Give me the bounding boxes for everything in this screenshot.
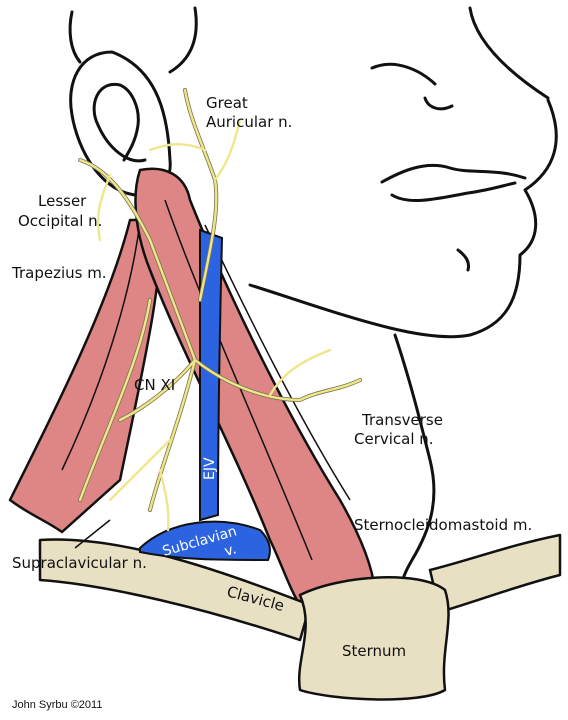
cn-xi-nerve (118, 358, 197, 422)
nostril (423, 96, 454, 111)
supraclavicular-branch-3 (158, 468, 170, 532)
brow-line (168, 6, 198, 74)
jaw-line (248, 98, 558, 339)
label-transverse-cervical-1: Transverse (361, 411, 443, 429)
label-cn-xi: CN XI (134, 376, 175, 394)
transverse-cervical-nerve (193, 358, 362, 402)
supraclavicular-leader (74, 519, 111, 549)
face-outline (68, 6, 558, 592)
lower-lip (390, 181, 517, 202)
clavicle-right (428, 533, 562, 614)
great-auricular-branch-2 (213, 118, 242, 182)
label-transverse-cervical-2: Cervical n. (354, 430, 434, 448)
supraclavicular-branch-2 (78, 298, 152, 502)
scm-medial-border (204, 224, 351, 501)
trapezius-fiber (61, 221, 141, 471)
nose-line (468, 6, 550, 100)
clavicle-bone (38, 538, 312, 642)
lesser-occipital-nerve (78, 158, 197, 362)
label-ejv: EJV (202, 457, 218, 480)
upper-lip (380, 163, 527, 184)
transverse-cervical-branch (268, 348, 332, 397)
subclavian-vein (139, 520, 271, 562)
scm-fiber (164, 199, 313, 561)
label-trapezius: Trapezius m. (11, 264, 107, 282)
back-of-head-line (68, 10, 82, 64)
external-jugular-vein (198, 228, 224, 522)
nerve-fills (78, 88, 362, 532)
label-lesser-occipital-2: Occipital n. (18, 212, 102, 230)
label-great-auricular-2: Auricular n. (206, 113, 292, 131)
cheek-line (370, 62, 437, 86)
nerves (78, 88, 362, 532)
label-great-auricular-1: Great (206, 94, 248, 112)
leader-lines (74, 519, 111, 549)
supraclavicular-nerve (148, 358, 197, 512)
lesser-occipital-branch (96, 173, 112, 242)
supraclavicular-branch-1 (108, 438, 172, 502)
credit-text: John Syrbu ©2011 (12, 699, 102, 711)
label-sternum: Sternum (342, 642, 406, 660)
ear-helix (118, 83, 140, 162)
label-subclavian-2: v. (223, 541, 239, 560)
chin-crease (456, 248, 470, 272)
sternum-bone (297, 576, 450, 701)
label-sternocleidomastoid: Sternocleidomastoid m. (354, 516, 532, 534)
ear (69, 50, 172, 197)
label-lesser-occipital-1: Lesser (38, 192, 87, 210)
label-supraclavicular: Supraclavicular n. (12, 554, 147, 572)
trapezius-muscle (8, 218, 163, 534)
neck-front-line (393, 333, 436, 592)
great-auricular-branch-1 (148, 143, 207, 152)
ear-inner (92, 82, 147, 163)
